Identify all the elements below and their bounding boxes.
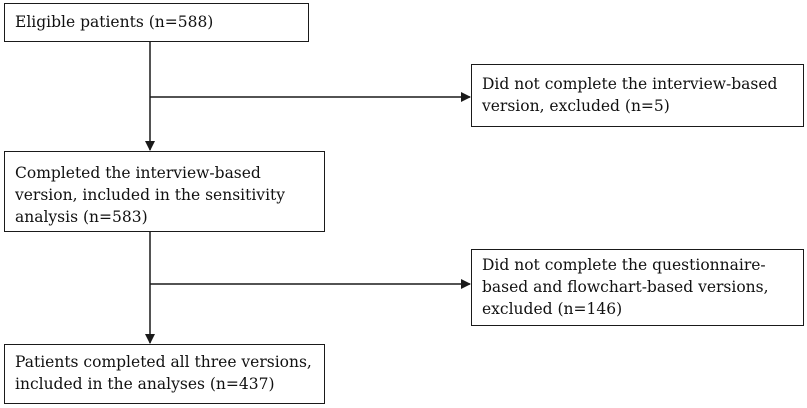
final-analysis-box: Patients completed all three versions, i…: [4, 344, 325, 404]
box-text-line: version, excluded (n=5): [482, 97, 670, 115]
box-text-line: Did not complete the questionnaire-: [482, 256, 766, 274]
box-text-line: Eligible patients (n=588): [15, 13, 214, 31]
box-text-line: included in the analyses (n=437): [15, 375, 275, 393]
box-text-line: Patients completed all three versions,: [15, 353, 312, 371]
box-text-line: Completed the interview-based: [15, 164, 261, 182]
box-text-line: based and flowchart-based versions,: [482, 278, 769, 296]
box-text-line: analysis (n=583): [15, 208, 148, 226]
excluded-interview-box: Did not complete the interview-based ver…: [471, 64, 804, 127]
box-text-line: Did not complete the interview-based: [482, 75, 778, 93]
completed-interview-box: Completed the interview-based version, i…: [4, 151, 325, 232]
excluded-questionnaire-box: Did not complete the questionnaire- base…: [471, 249, 804, 326]
box-text-line: version, included in the sensitivity: [15, 186, 286, 204]
box-text-line: excluded (n=146): [482, 300, 623, 318]
eligible-patients-box: Eligible patients (n=588): [4, 3, 309, 42]
